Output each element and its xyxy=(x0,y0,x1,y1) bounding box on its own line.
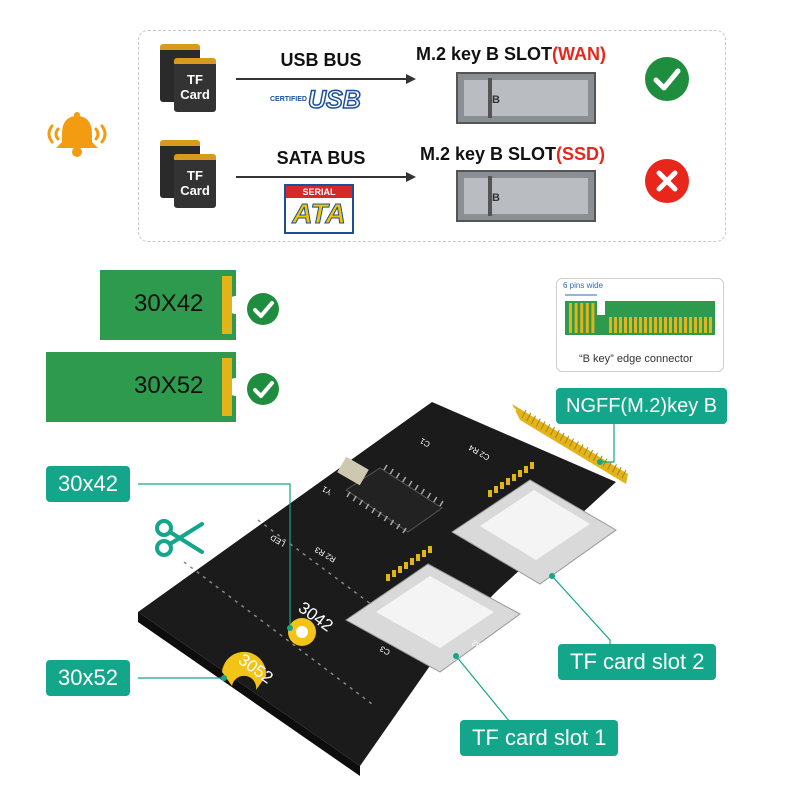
arrow-right-icon xyxy=(236,172,416,182)
check-icon xyxy=(645,57,689,101)
check-icon xyxy=(247,293,279,325)
tf-card-icon: TF Card xyxy=(160,44,220,114)
bell-icon xyxy=(47,112,107,157)
slot-title: M.2 key B SLOT(WAN) xyxy=(416,44,607,64)
scissors-icon xyxy=(155,519,204,557)
module-label: 30X52 xyxy=(134,372,204,399)
card-label-line2: Card xyxy=(180,183,210,198)
pins-label: 6 pins wide xyxy=(563,281,604,290)
card-label-line1: TF xyxy=(187,168,203,183)
edge-connector-caption: “B key” edge connector xyxy=(579,353,693,365)
module-label: 30X42 xyxy=(134,290,204,317)
m2-slot-image: B xyxy=(456,72,596,124)
callout-ngff: NGFF(M.2)key B xyxy=(556,388,728,424)
usb-logo: CERTIFIED USB xyxy=(270,85,362,115)
card-label-line1: TF xyxy=(187,72,203,87)
bus-label: SATA BUS xyxy=(276,148,366,168)
arrow-right-icon xyxy=(236,74,416,84)
m2-slot-image: B xyxy=(456,170,596,222)
card-label-line2: Card xyxy=(180,87,210,102)
callout-size-42: 30x42 xyxy=(46,466,130,502)
tf-card-icon: TF Card xyxy=(160,140,220,210)
sata-logo: SERIAL ATA xyxy=(284,184,354,234)
error-icon xyxy=(645,159,689,203)
callout-size-52: 30x52 xyxy=(46,660,130,696)
bus-label: USB BUS xyxy=(280,50,362,70)
check-icon xyxy=(247,373,279,405)
callout-tf-slot-2: TF card slot 2 xyxy=(558,644,717,680)
slot-title: M.2 key B SLOT(SSD) xyxy=(420,144,606,164)
module-30x42 xyxy=(100,270,236,340)
callout-tf-slot-1: TF card slot 1 xyxy=(460,720,619,756)
compatibility-panel xyxy=(138,30,726,242)
edge-connector-inset: 6 pins wide “B key” edge connector xyxy=(556,278,724,372)
module-30x52 xyxy=(46,352,236,422)
